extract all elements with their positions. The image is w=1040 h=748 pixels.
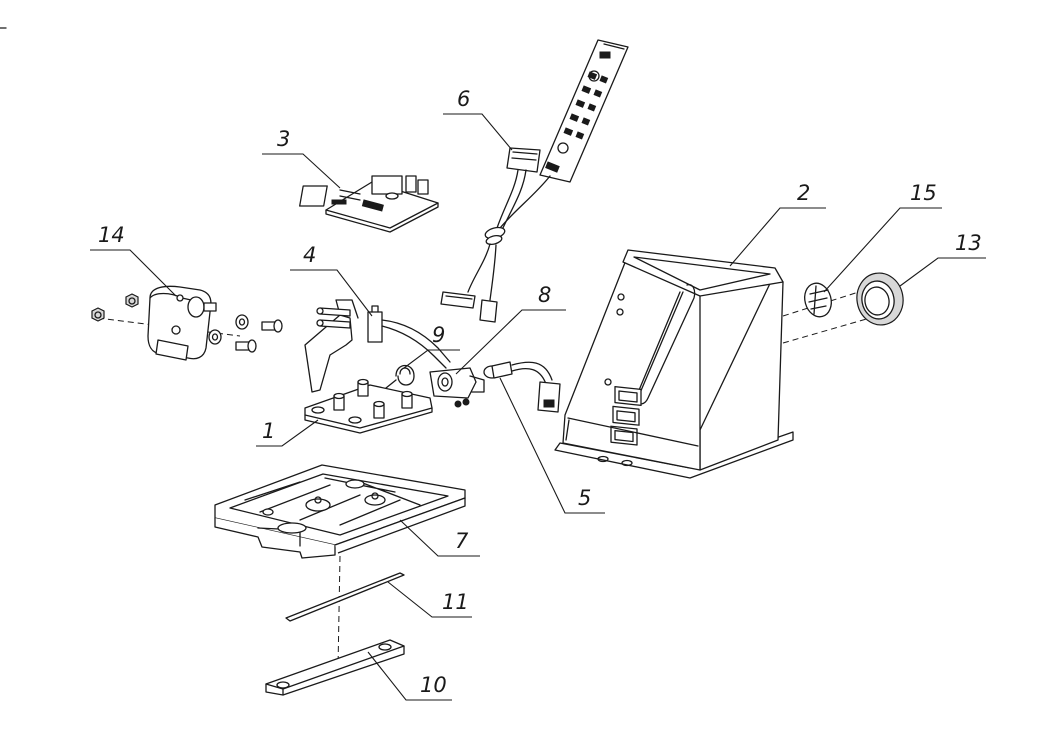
part-7-tray: [214, 464, 466, 559]
callout-3: 3: [277, 127, 290, 151]
callout-8: 8: [538, 283, 551, 307]
callout-14: 14: [98, 223, 125, 247]
part-2-housing: [554, 249, 794, 479]
part-6-control-board: [440, 39, 629, 323]
part-11-strip: [285, 572, 405, 622]
part-4-switch: [316, 305, 451, 369]
callout-2: 2: [797, 181, 810, 205]
callout-4: 4: [303, 243, 316, 267]
callout-labels: 1 2 3 4 5 6 7 8 9 10 11 13 14 15: [98, 87, 982, 697]
axis-dash-13: [782, 317, 871, 344]
callout-6: 6: [457, 87, 470, 111]
callout-7: 7: [455, 529, 469, 553]
part-5-cable: [483, 361, 561, 413]
axis-dash-vertical: [337, 555, 341, 669]
callout-15: 15: [910, 181, 937, 205]
callout-11: 11: [442, 590, 469, 614]
part-14-motor: [91, 285, 283, 361]
callout-5: 5: [578, 486, 591, 510]
part-3-main-board: [299, 175, 439, 233]
part-9-spring: [385, 364, 415, 389]
callout-9: 9: [432, 323, 445, 347]
callout-10: 10: [420, 673, 447, 697]
leader-lines: [90, 113, 986, 701]
part-1-bracket: [304, 299, 433, 434]
part-13-ring: [856, 272, 904, 326]
part-8-sensor: [429, 367, 485, 408]
callout-13: 13: [955, 231, 982, 255]
part-10-bar: [265, 639, 405, 696]
callout-1: 1: [262, 419, 275, 443]
